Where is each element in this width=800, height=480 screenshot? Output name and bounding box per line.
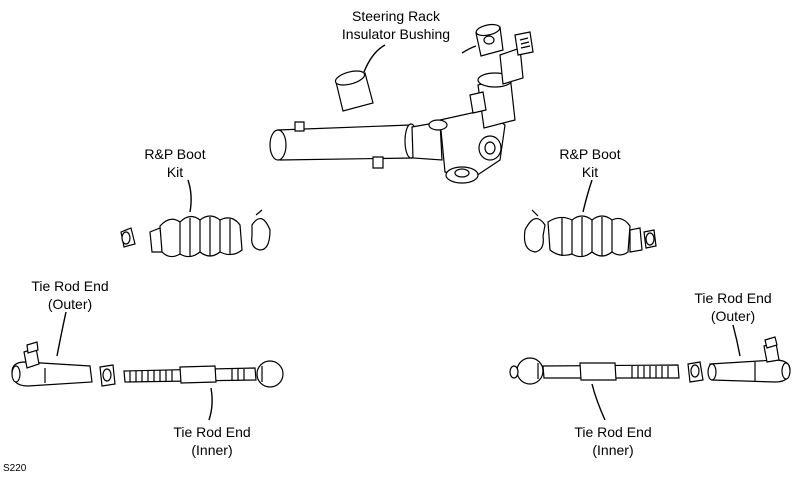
leader-tie-rod-outer-right [732,324,741,357]
label-insulator-bushing: Steering Rack Insulator Bushing [341,8,451,42]
label-tie-rod-inner-left: Tie Rod End (Inner) [173,424,251,458]
tie-rod-inner-right [509,357,680,385]
label-tie-rod-inner-right: Tie Rod End (Inner) [574,424,652,458]
tie-rod-inner-left [123,360,284,388]
tie-rod-outer-left [11,341,93,387]
boot-kit-right [523,209,657,258]
leader-insulator-bushing-front [363,44,386,73]
figure-code: S220 [3,463,27,474]
leader-tie-rod-inner-right [591,383,606,421]
leader-tie-rod-inner-left [208,387,213,421]
leader-tie-rod-outer-left [56,311,67,357]
jam-nut-left [99,364,116,387]
steering-rack-housing [269,31,534,184]
boot-kit-left [120,209,271,258]
label-tie-rod-outer-left: Tie Rod End (Outer) [31,278,109,312]
label-boot-kit-right: R&P Boot Kit [559,146,621,180]
leader-boot-kit-right [582,179,593,213]
insulator-bushing-rear [475,23,504,57]
jam-nut-right [687,361,704,383]
leader-insulator-bushing-rear [461,45,477,54]
leader-boot-kit-left [187,179,192,213]
insulator-bushing-front [334,70,374,112]
label-boot-kit-left: R&P Boot Kit [144,146,206,180]
label-tie-rod-outer-right: Tie Rod End (Outer) [694,290,772,324]
tie-rod-outer-right [707,336,791,383]
